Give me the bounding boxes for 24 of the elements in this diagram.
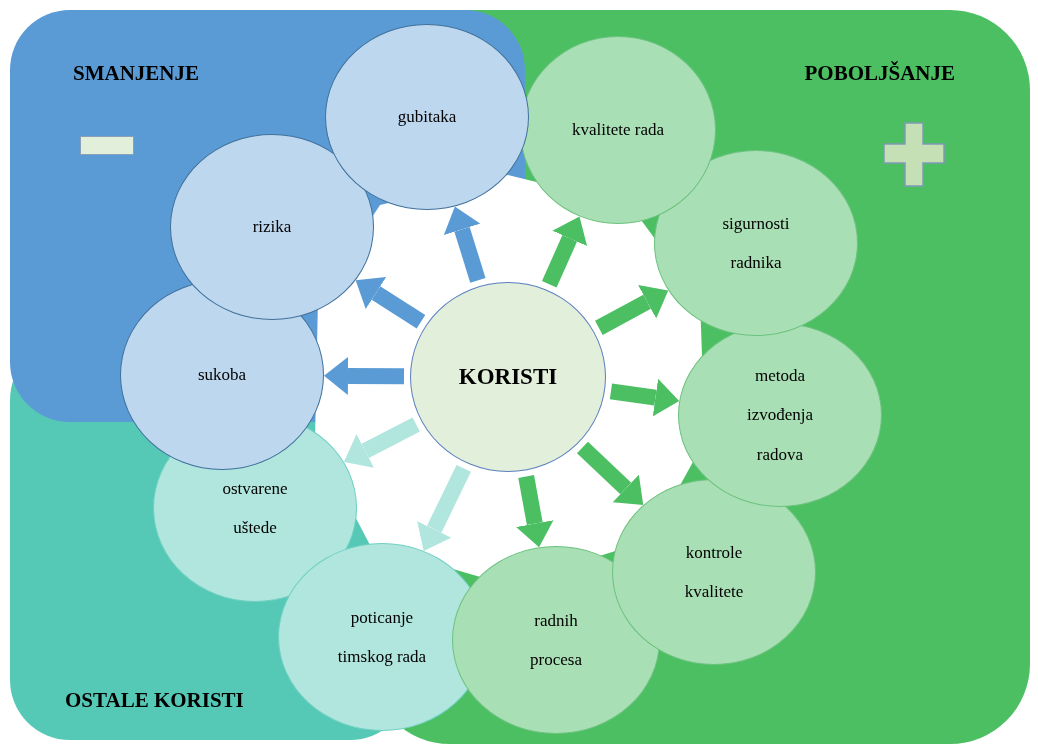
circle-label: poticanje timskog rada — [336, 606, 428, 668]
circle-label: kontrole kvalitete — [683, 541, 745, 603]
circle-label: sukoba — [197, 364, 247, 387]
block-arrow — [595, 285, 669, 335]
block-arrow — [324, 356, 405, 395]
block-arrow — [576, 441, 644, 505]
block-arrow — [443, 206, 486, 283]
circle-label: kvalitete rada — [572, 119, 664, 142]
block-arrow — [355, 277, 426, 329]
region-heading: SMANJENJE — [73, 60, 199, 87]
block-arrow — [417, 464, 471, 551]
circle-label: radnih procesa — [529, 609, 583, 671]
circle-label: sigurnosti radnika — [721, 212, 791, 274]
block-arrow — [343, 417, 420, 468]
circle-label: rizika — [252, 216, 292, 239]
region-heading: OSTALE KORISTI — [65, 687, 244, 714]
block-arrow — [516, 475, 554, 548]
block-arrow — [541, 216, 588, 288]
region-heading: POBOLJŠANJE — [804, 60, 955, 87]
circle-label: metoda izvođenja radova — [745, 365, 815, 466]
circle-label: ostvarene uštede — [221, 477, 289, 539]
circle-label: gubitaka — [397, 106, 457, 129]
center-label: KORISTI — [458, 362, 558, 391]
block-arrow — [609, 378, 680, 417]
